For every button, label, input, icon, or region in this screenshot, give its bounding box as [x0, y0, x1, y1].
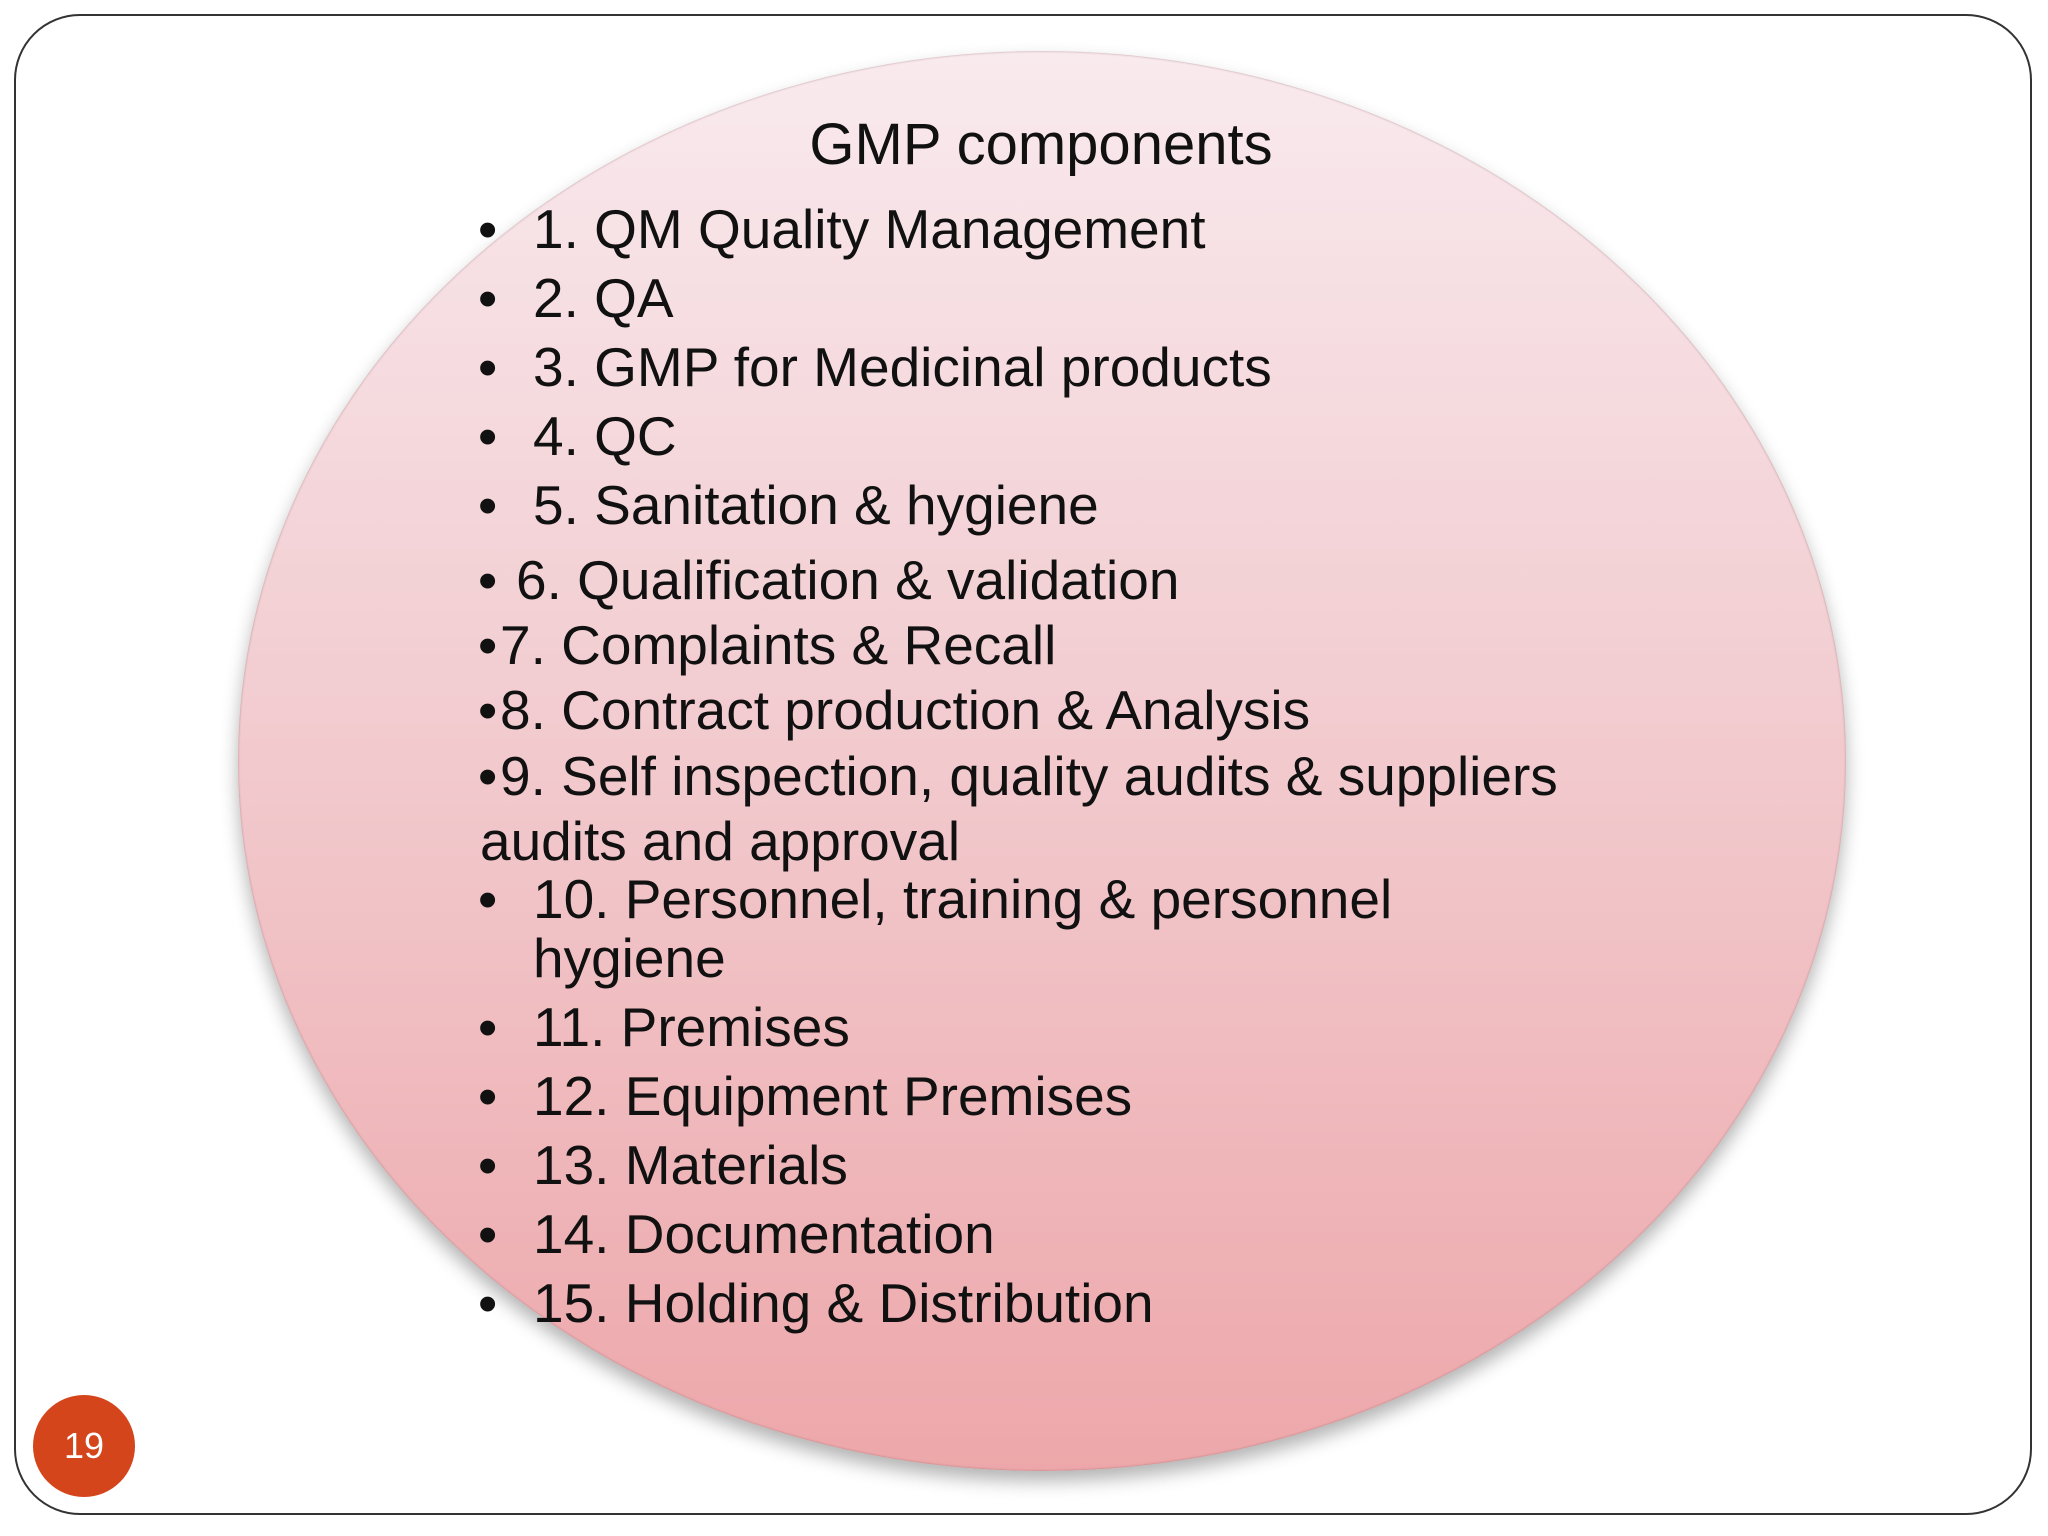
- slide-title: GMP components: [809, 112, 1273, 177]
- list-item: • 11. Premises: [478, 996, 850, 1058]
- list-item: • 3. GMP for Medicinal products: [478, 336, 1272, 398]
- list-item: • 1. QM Quality Management: [478, 198, 1206, 260]
- list-item-text: 3. GMP for Medicinal products: [533, 336, 1272, 398]
- list-item: • 7. Complaints & Recall: [478, 614, 1056, 676]
- list-item-text: 4. QC: [533, 405, 677, 467]
- bullet-glyph: •: [478, 1272, 498, 1334]
- list-item-text: 11. Premises: [533, 996, 850, 1058]
- list-item: • 12. Equipment Premises: [478, 1065, 1132, 1127]
- list-item-text-line1: 10. Personnel, training & personnel: [533, 868, 1393, 930]
- list-item: • 9. Self inspection, quality audits & s…: [478, 745, 1558, 807]
- list-item-text: 14. Documentation: [533, 1203, 995, 1265]
- list-item-text: 6. Qualification & validation: [516, 549, 1180, 611]
- list-item: • 8. Contract production & Analysis: [478, 679, 1310, 741]
- list-item-text-line2: audits and approval: [480, 810, 961, 872]
- list-item: • 15. Holding & Distribution: [478, 1272, 1154, 1334]
- bullet-glyph: •: [478, 614, 498, 676]
- list-item-text: 12. Equipment Premises: [533, 1065, 1133, 1127]
- list-item-text: 5. Sanitation & hygiene: [533, 474, 1099, 536]
- bullet-glyph: •: [478, 198, 498, 260]
- bullet-glyph: •: [478, 1203, 498, 1265]
- list-item-text: 13. Materials: [533, 1134, 848, 1196]
- list-item: • 4. QC: [478, 405, 677, 467]
- list-item-text-line1: 9. Self inspection, quality audits & sup…: [500, 745, 1558, 807]
- bullet-glyph: •: [478, 1065, 498, 1127]
- list-item-continuation: audits and approval: [480, 810, 960, 872]
- list-item: • 13. Materials: [478, 1134, 848, 1196]
- bullet-glyph: •: [478, 474, 498, 536]
- list-item-text: 2. QA: [533, 267, 674, 329]
- list-item: • 6. Qualification & validation: [478, 549, 1179, 611]
- list-item-continuation: hygiene: [533, 927, 726, 989]
- bullet-glyph: •: [478, 1134, 498, 1196]
- bullet-glyph: •: [478, 868, 498, 930]
- list-item-text: 1. QM Quality Management: [533, 198, 1206, 260]
- pink-ellipse-shape: [238, 51, 1846, 1471]
- bullet-glyph: •: [478, 336, 498, 398]
- bullet-glyph: •: [478, 996, 498, 1058]
- list-item-text: 8. Contract production & Analysis: [500, 679, 1311, 741]
- list-item: • 14. Documentation: [478, 1203, 995, 1265]
- bullet-glyph: •: [478, 679, 498, 741]
- list-item-text-line2: hygiene: [533, 927, 726, 989]
- list-item: • 5. Sanitation & hygiene: [478, 474, 1099, 536]
- bullet-glyph: •: [478, 405, 498, 467]
- list-item-text: 7. Complaints & Recall: [500, 614, 1057, 676]
- bullet-glyph: •: [478, 549, 498, 611]
- page-number-badge: 19: [33, 1395, 135, 1497]
- list-item-text: 15. Holding & Distribution: [533, 1272, 1154, 1334]
- list-item: • 10. Personnel, training & personnel: [478, 868, 1392, 930]
- bullet-glyph: •: [478, 267, 498, 329]
- bullet-glyph: •: [478, 745, 498, 807]
- list-item: • 2. QA: [478, 267, 674, 329]
